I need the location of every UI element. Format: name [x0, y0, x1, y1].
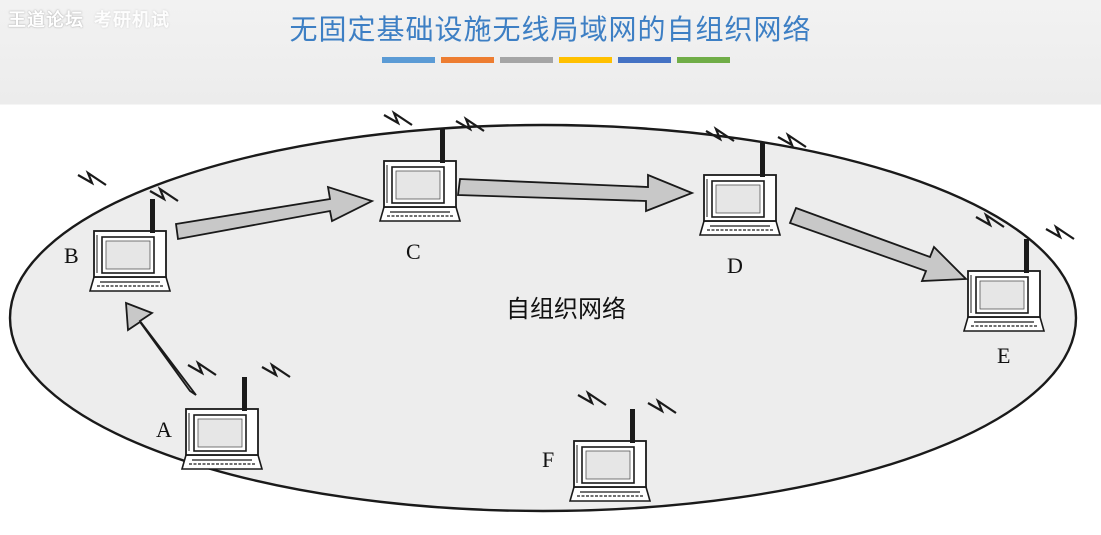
- title-color-bar: [382, 57, 730, 63]
- node-label-c: C: [406, 239, 421, 264]
- network-label: 自组织网络: [506, 295, 626, 323]
- wireless-signal-icon: [1044, 225, 1076, 241]
- arrow-a-to-b: [124, 301, 197, 396]
- wireless-signal-icon: [382, 111, 414, 127]
- color-segment-5: [618, 57, 671, 63]
- arrow-d-to-e: [788, 206, 969, 282]
- watermark: 王道论坛考研机试: [8, 6, 170, 32]
- color-segment-1: [382, 57, 435, 63]
- watermark-logo: 考研机试: [94, 10, 170, 31]
- link-arrows: [124, 173, 969, 396]
- arrow-b-to-c: [174, 185, 375, 241]
- adhoc-network-diagram: B C D E A F 自组织网络: [8, 111, 1078, 513]
- node-label-a: A: [156, 417, 172, 442]
- color-segment-3: [500, 57, 553, 63]
- color-segment-4: [559, 57, 612, 63]
- node-label-e: E: [997, 343, 1010, 368]
- node-label-f: F: [542, 447, 554, 472]
- color-segment-2: [441, 57, 494, 63]
- wireless-signal-icon: [76, 171, 108, 187]
- node-label-d: D: [727, 253, 743, 278]
- slide-title: 无固定基础设施无线局域网的自组织网络: [289, 13, 812, 46]
- color-segment-6: [677, 57, 730, 63]
- node-label-b: B: [64, 243, 79, 268]
- arrow-c-to-d: [456, 173, 695, 213]
- watermark-text: 王道论坛: [8, 10, 84, 31]
